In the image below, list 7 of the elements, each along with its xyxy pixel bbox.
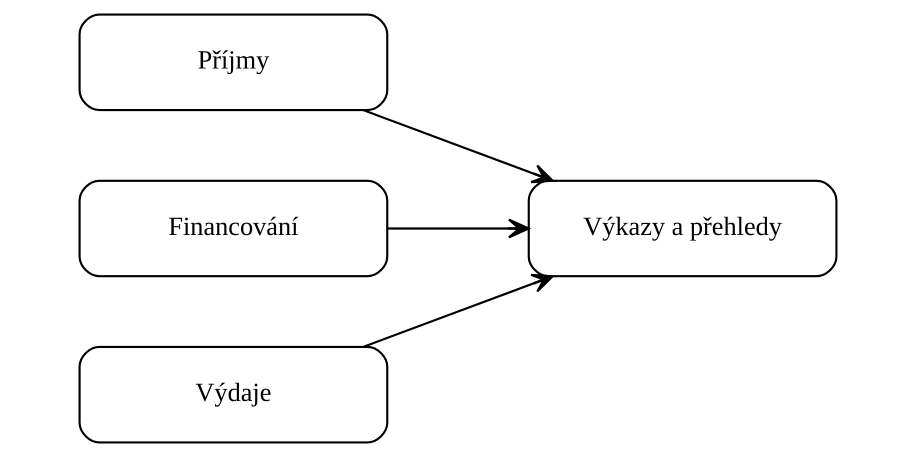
node-box: Příjmy bbox=[78, 14, 388, 112]
arrow bbox=[386, 218, 530, 238]
node-box: Financování bbox=[78, 180, 388, 278]
arrow bbox=[362, 109, 554, 184]
node-box: Výdaje bbox=[78, 346, 388, 444]
node-box: Výkazy a přehledy bbox=[527, 180, 837, 278]
arrow bbox=[362, 274, 554, 348]
